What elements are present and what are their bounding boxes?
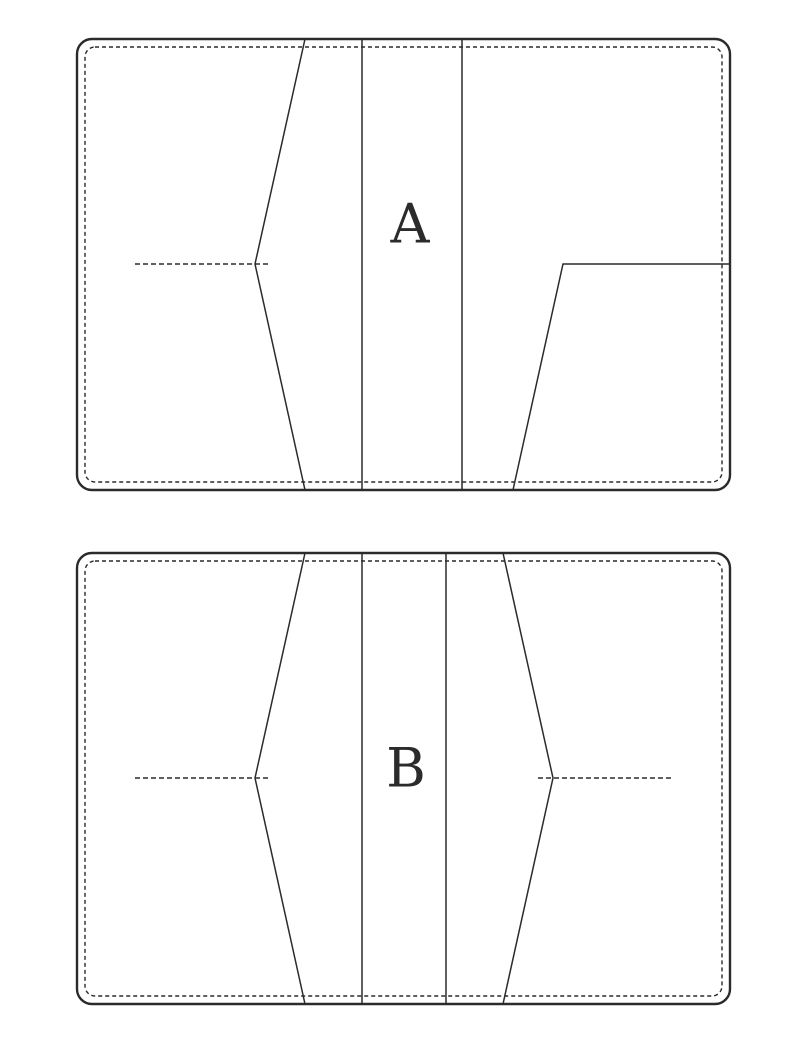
panel-b: B: [75, 551, 732, 1006]
panel-b-stitch-line: [84, 560, 723, 997]
panel-b-outline: [75, 551, 732, 1006]
panel-a-label: A: [390, 193, 431, 256]
panel-a-left-pocket-edge: [254, 38, 306, 491]
panel-a-right-pocket-edge: [512, 263, 730, 491]
panel-b-right-pocket-edge: [502, 552, 554, 1005]
panel-a: A: [75, 37, 732, 492]
panel-b-left-pocket-edge: [254, 552, 306, 1005]
panel-b-label: B: [386, 737, 426, 800]
